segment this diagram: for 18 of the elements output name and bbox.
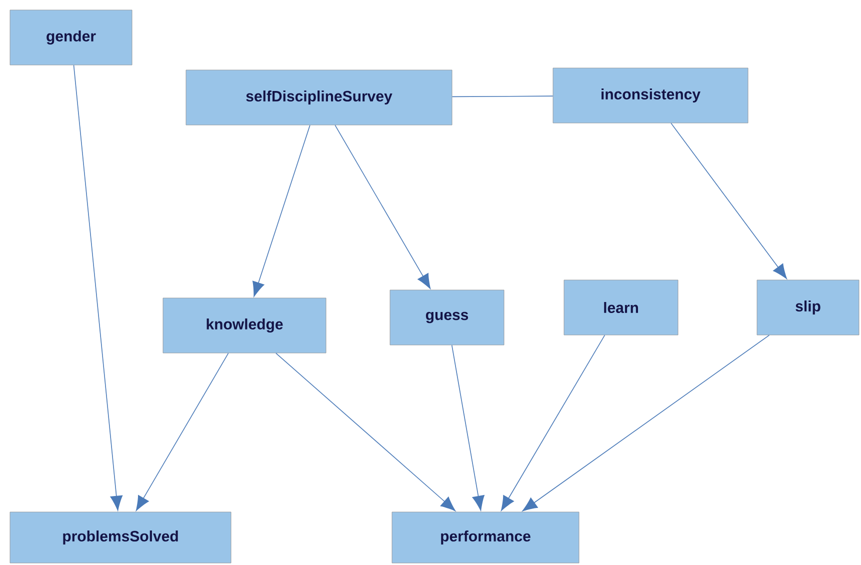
arrow [73, 64, 123, 511]
arrow [670, 122, 787, 279]
arrow [334, 124, 431, 289]
arrow [522, 334, 770, 512]
arrow [500, 334, 606, 511]
variable-box: guess [390, 290, 504, 346]
arrow [276, 352, 456, 512]
variable-box: learn [564, 280, 678, 336]
variable-box: inconsistency [552, 68, 748, 124]
arrow [252, 124, 310, 297]
arrow [136, 352, 229, 511]
variable-box: selfDisciplineSurvey [186, 70, 452, 126]
variable-box: gender [10, 10, 132, 66]
variable-box: knowledge [162, 298, 326, 354]
arrow [451, 344, 484, 511]
variable-box: slip [756, 280, 860, 336]
variable-box: problemsSolved [10, 512, 232, 564]
variable-box: performance [392, 512, 580, 564]
